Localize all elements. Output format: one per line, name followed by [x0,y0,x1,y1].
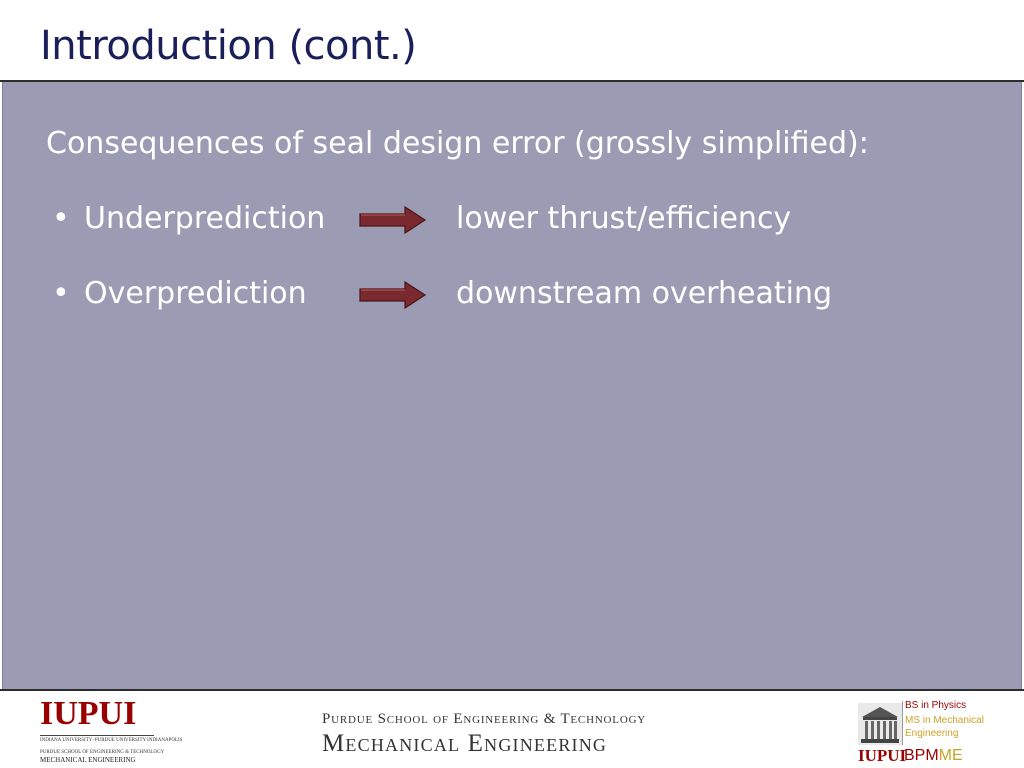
bpmme-wordmark-me: ME [938,747,963,764]
intro-text: Consequences of seal design error (gross… [46,126,869,161]
title-divider [0,80,1024,82]
bullet-term: Overprediction [84,276,307,311]
iupui-wordmark: IUPUI [40,695,137,732]
bullet-icon: • [52,201,70,236]
program-line-mechanical: MS in Mechanical [905,715,984,726]
program-line-engineering: Engineering [905,728,959,739]
footer: IUPUI INDIANA UNIVERSITY–PURDUE UNIVERSI… [0,691,1024,768]
iupui-school-line: PURDUE SCHOOL OF ENGINEERING & TECHNOLOG… [40,750,165,755]
iupui-department-line: MECHANICAL ENGINEERING [40,756,136,764]
bullet-item: • Overprediction downstream overheating [46,274,946,314]
school-name: Purdue School of Engineering & Technolog… [322,711,647,727]
bullet-result: downstream overheating [456,276,832,311]
logo-divider [40,735,154,736]
right-arrow-icon [359,280,427,310]
bullet-item: • Underprediction lower thrust/efficienc… [46,199,946,239]
building-icon [858,703,902,745]
iupui-wordmark: IUPUI [858,746,907,765]
bpmme-wordmark: BPMME [904,747,963,765]
iupui-university-line: INDIANA UNIVERSITY–PURDUE UNIVERSITY IND… [40,738,183,743]
program-line-physics: BS in Physics [905,700,967,711]
content-panel [2,82,1022,689]
iupui-logo: IUPUI INDIANA UNIVERSITY–PURDUE UNIVERSI… [40,695,182,764]
logo-divider [902,701,903,745]
department-name: Mechanical Engineering [322,730,608,757]
bullet-icon: • [52,276,70,311]
bpmme-logo: BS in Physics MS in Mechanical Engineeri… [858,699,988,765]
right-arrow-icon [359,205,427,235]
bullet-result: lower thrust/efficiency [456,201,792,236]
bpmme-wordmark-bpm: BPM [904,747,939,764]
slide-title: Introduction (cont.) [40,23,417,69]
footer-divider [0,689,1024,691]
bullet-term: Underprediction [84,201,326,236]
